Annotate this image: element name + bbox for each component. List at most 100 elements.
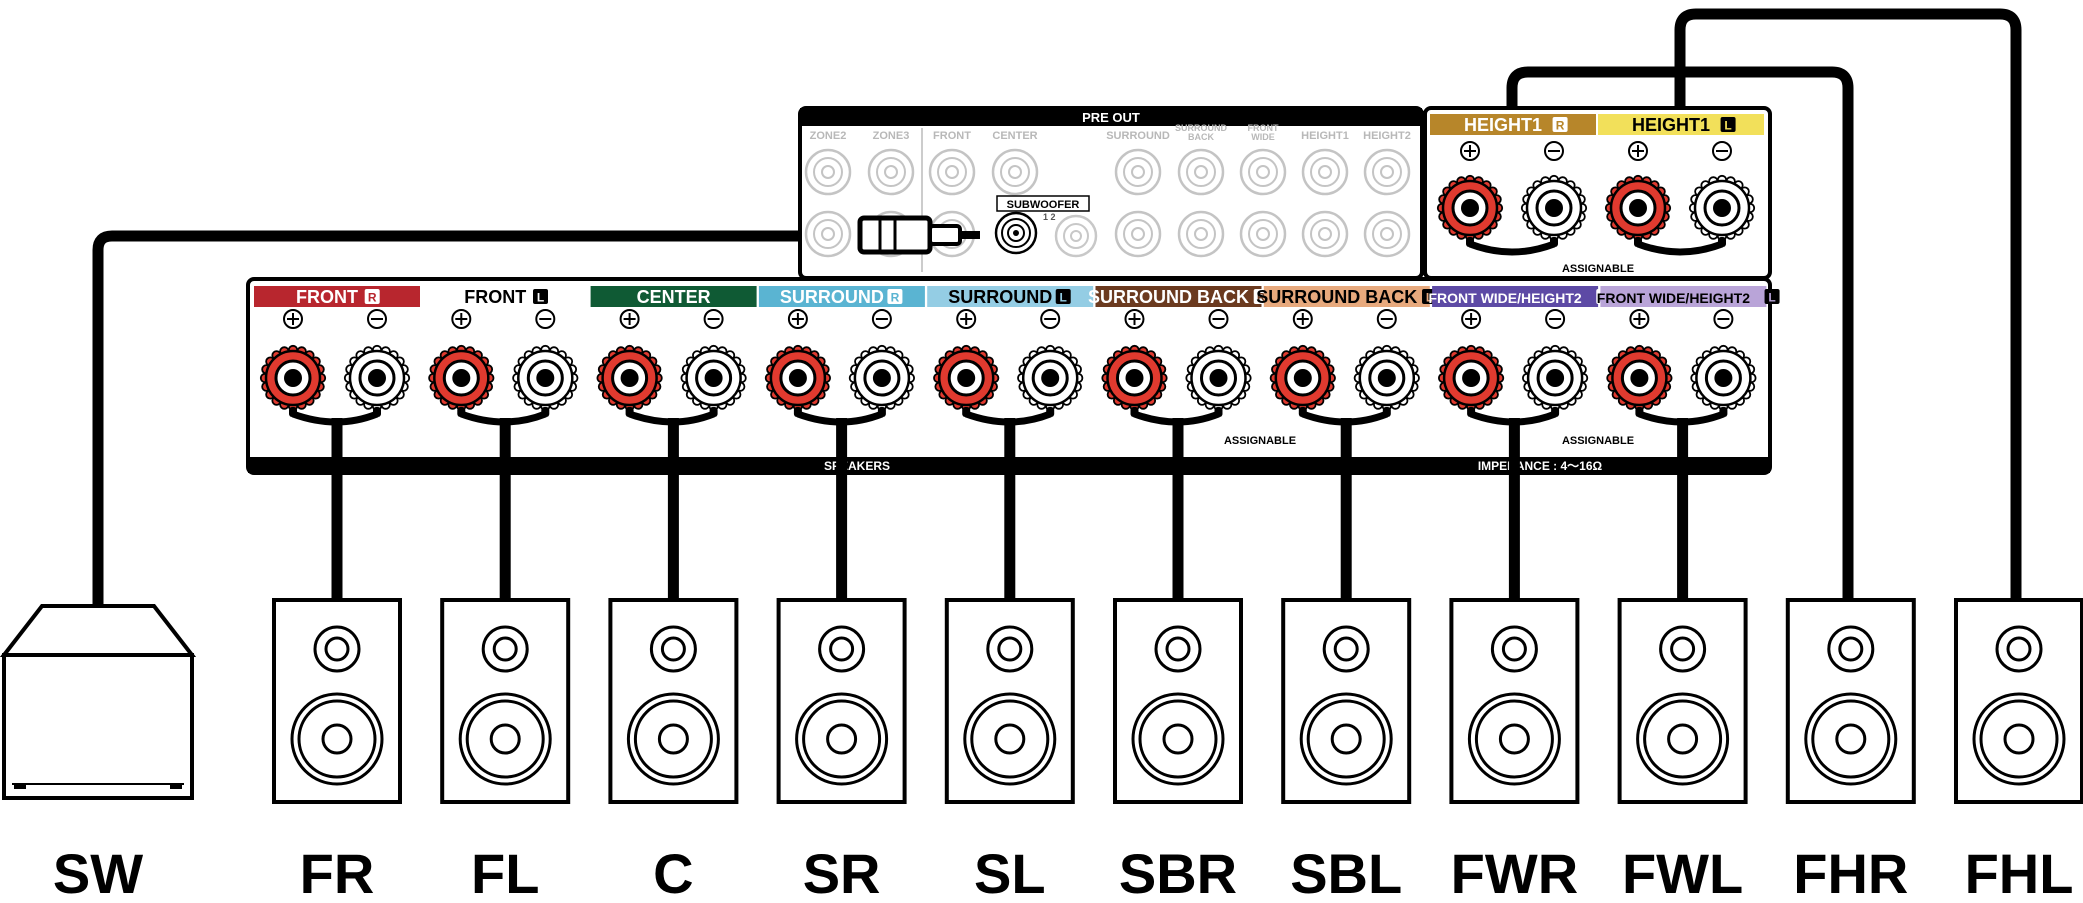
negative-post xyxy=(343,344,411,417)
wire-fl xyxy=(460,410,547,600)
negative-post xyxy=(1520,174,1588,247)
pre-out-jack-label: FRONT xyxy=(933,130,971,142)
positive-post xyxy=(933,344,1000,417)
woofer xyxy=(1299,692,1393,786)
wires-front xyxy=(291,240,1725,600)
speaker-sl: SL xyxy=(944,598,1075,903)
terminal-side: L xyxy=(1060,291,1067,305)
wire-sr xyxy=(796,410,884,600)
terminal-label: FRONT xyxy=(296,287,358,307)
polarity-signs xyxy=(1628,141,1732,161)
speaker-sbl: SBL xyxy=(1281,598,1412,903)
terminal-side: L xyxy=(537,291,544,305)
terminal-side: L xyxy=(1724,119,1731,133)
positive-post xyxy=(259,344,327,417)
speaker-label-fhl: FHL xyxy=(1965,842,2074,903)
terminal-side: R xyxy=(1556,119,1565,133)
terminal-front-wide-height2-r: FRONT WIDE/HEIGHT2R xyxy=(1428,286,1612,417)
woofer xyxy=(458,692,552,786)
speaker-label-fr: FR xyxy=(300,842,375,903)
speaker-fwl: FWL xyxy=(1617,598,1748,903)
woofer xyxy=(1467,692,1561,786)
tweeter xyxy=(818,625,866,673)
impedance-text: IMPEDANCE : 4〜16Ω xyxy=(1478,459,1603,473)
speaker-label-fwl: FWL xyxy=(1622,842,1743,903)
pre-out-jack-label: HEIGHT2 xyxy=(1363,130,1411,142)
polarity-signs xyxy=(1460,141,1564,161)
negative-post xyxy=(1017,344,1084,417)
wire-sbr xyxy=(1133,410,1220,600)
tweeter xyxy=(1827,625,1875,673)
polarity-signs xyxy=(1124,309,1229,329)
wire-sbl xyxy=(1301,410,1389,600)
pre-out-jack-surround: SURROUND xyxy=(1106,130,1170,258)
pre-out-jack-label: ZONE3 xyxy=(873,130,910,142)
terminal-front-l: FRONT L xyxy=(422,286,589,417)
polarity-signs xyxy=(1461,309,1566,329)
pre-out-jack-height2: HEIGHT2 xyxy=(1363,130,1411,258)
positive-post xyxy=(1269,344,1336,417)
woofer xyxy=(290,692,384,786)
negative-post xyxy=(1522,344,1589,417)
positive-post xyxy=(1606,344,1673,417)
pre-out-jack-label: SURROUND xyxy=(1106,130,1170,142)
pre-out-jack-label: HEIGHT1 xyxy=(1301,130,1349,142)
wire-c xyxy=(628,410,715,600)
wire-sl xyxy=(964,410,1052,600)
terminal-side: R xyxy=(368,291,377,305)
negative-post xyxy=(680,344,747,417)
speaker-label-sw: SW xyxy=(53,842,143,903)
polarity-signs xyxy=(956,309,1061,329)
pre-out-jack-label: SURROUND xyxy=(1175,123,1228,133)
woofer xyxy=(1804,692,1898,786)
terminal-center: CENTER xyxy=(590,286,757,417)
terminal-label: FRONT xyxy=(464,287,526,307)
pre-out-jack-label: BACK xyxy=(1188,132,1214,142)
speaker-sw: SW xyxy=(0,604,197,903)
speaker-sbr: SBR xyxy=(1113,598,1243,903)
subwoofer-1-jack xyxy=(994,211,1038,255)
polarity-signs xyxy=(451,309,556,329)
height-assignable-label: ASSIGNABLE xyxy=(1562,263,1634,275)
speaker-label-c: C xyxy=(653,842,693,903)
terminal-label: SURROUND BACK xyxy=(1256,287,1417,307)
tweeter xyxy=(481,625,529,673)
speaker-label-sl: SL xyxy=(974,842,1046,903)
positive-post xyxy=(764,344,832,417)
speaker-label-sbl: SBL xyxy=(1290,842,1402,903)
terminal-label: CENTER xyxy=(637,287,711,307)
assignable-label-sb: ASSIGNABLE xyxy=(1224,435,1296,447)
wires xyxy=(92,8,2022,606)
tweeter xyxy=(1154,625,1202,673)
negative-post xyxy=(1185,344,1252,417)
terminal-label: SURROUND xyxy=(780,287,884,307)
terminal-label: FRONT WIDE/HEIGHT2 xyxy=(1428,290,1581,306)
assignable-label-fw: ASSIGNABLE xyxy=(1562,435,1634,447)
speaker-label-fhr: FHR xyxy=(1793,842,1908,903)
tweeter xyxy=(1322,625,1370,673)
pre-out-title: PRE OUT xyxy=(1082,110,1140,125)
speaker-fl: FL xyxy=(440,598,571,903)
positive-post xyxy=(428,344,495,417)
speaker-label-fl: FL xyxy=(471,842,539,903)
terminal-label-bar: CENTER xyxy=(590,286,757,307)
terminal-label: SURROUND BACK xyxy=(1088,287,1249,307)
negative-post xyxy=(848,344,916,417)
tweeter xyxy=(1659,625,1707,673)
